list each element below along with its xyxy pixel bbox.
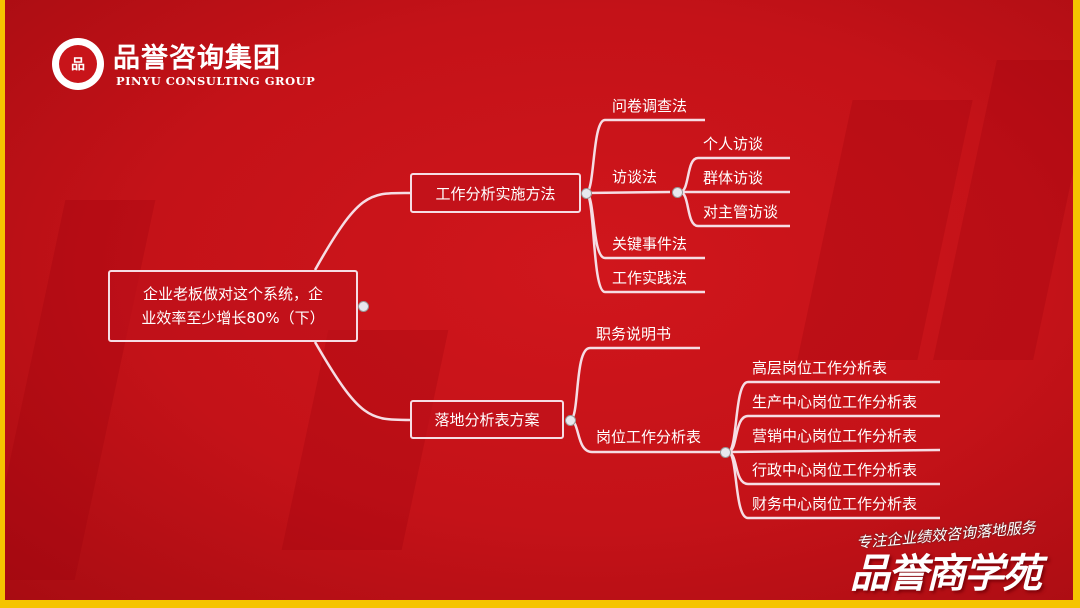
watermark-brand: 品誉商学苑 bbox=[850, 550, 1042, 597]
connector-root-branch1 bbox=[313, 191, 411, 271]
collapse-toggle[interactable] bbox=[720, 447, 731, 458]
node-qunti[interactable]: 群体访谈 bbox=[703, 169, 764, 187]
node-caiwu[interactable]: 财务中心岗位工作分析表 bbox=[752, 495, 918, 513]
collapse-toggle[interactable] bbox=[565, 415, 576, 426]
node-xingzheng[interactable]: 行政中心岗位工作分析表 bbox=[752, 461, 918, 479]
node-guanjian[interactable]: 关键事件法 bbox=[612, 235, 688, 253]
node-geren[interactable]: 个人访谈 bbox=[703, 135, 764, 153]
connector-fangtan bbox=[585, 190, 671, 195]
node-zhiwu[interactable]: 职务说明书 bbox=[596, 325, 672, 343]
seal-mark: 品 bbox=[59, 45, 97, 83]
node-yingxiao[interactable]: 营销中心岗位工作分析表 bbox=[752, 427, 918, 445]
node-zhuguan[interactable]: 对主管访谈 bbox=[703, 203, 779, 221]
connector-zhiwu bbox=[568, 346, 700, 422]
branch-node-plans[interactable]: 落地分析表方案 bbox=[410, 400, 564, 439]
connector-root-branch2 bbox=[313, 341, 411, 422]
collapse-toggle[interactable] bbox=[581, 188, 592, 199]
collapse-toggle[interactable] bbox=[358, 301, 369, 312]
node-gangwei[interactable]: 岗位工作分析表 bbox=[596, 428, 702, 446]
node-fangtan[interactable]: 访谈法 bbox=[612, 168, 658, 186]
node-gaoceng[interactable]: 高层岗位工作分析表 bbox=[752, 359, 888, 377]
logo-name-cn: 品誉咨询集团 bbox=[113, 43, 281, 74]
branch-node-methods[interactable]: 工作分析实施方法 bbox=[410, 173, 581, 213]
node-wenjuan[interactable]: 问卷调查法 bbox=[612, 97, 688, 115]
connector-caiwu bbox=[727, 450, 940, 520]
node-shengchan[interactable]: 生产中心岗位工作分析表 bbox=[752, 393, 918, 411]
connector-yingxiao bbox=[727, 448, 941, 454]
root-label-line2: 业效率至少增长80%（下） bbox=[141, 309, 325, 327]
root-node[interactable]: 企业老板做对这个系统，企 业效率至少增长80%（下） bbox=[108, 270, 358, 342]
collapse-toggle[interactable] bbox=[672, 187, 683, 198]
logo-seal: 品 bbox=[52, 38, 104, 90]
logo-name-en: PINYU CONSULTING GROUP bbox=[116, 74, 316, 88]
root-label-line1: 企业老板做对这个系统，企 bbox=[142, 285, 323, 303]
node-shijian[interactable]: 工作实践法 bbox=[612, 269, 688, 287]
